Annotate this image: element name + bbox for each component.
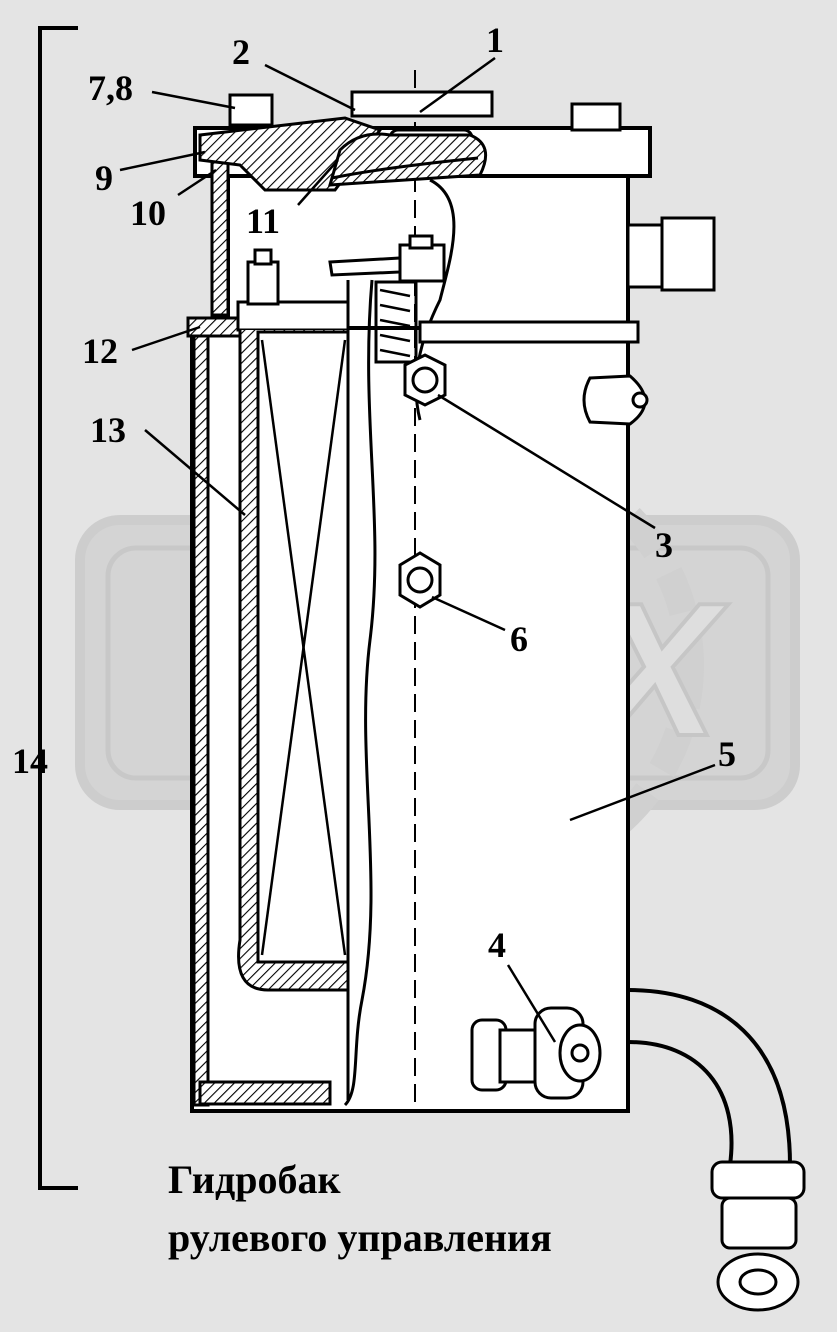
- partition-plate: [418, 320, 640, 344]
- valve-spring: [328, 234, 446, 364]
- callout-6: 6: [510, 619, 528, 659]
- filter-element: [236, 248, 350, 992]
- callout-9: 9: [95, 158, 113, 198]
- leader-lines: [119, 56, 716, 1043]
- callout-11: 11: [246, 201, 280, 241]
- pipe-coupling: [710, 1160, 806, 1312]
- callout-5: 5: [718, 734, 736, 774]
- cutaway-walls: [186, 116, 383, 1107]
- caption-line-1: Гидробак: [168, 1157, 341, 1202]
- bracket-14: [38, 26, 78, 1190]
- callout-4: 4: [488, 925, 506, 965]
- callout-3: 3: [655, 525, 673, 565]
- outlet-pipe: [627, 988, 792, 1166]
- callout-2: 2: [232, 32, 250, 72]
- filler-cap: [327, 90, 494, 187]
- callout-1: 1: [486, 20, 504, 60]
- caption-line-2: рулевого управления: [168, 1215, 552, 1260]
- lid-bolts: [228, 93, 622, 132]
- drain-fitting: [470, 1006, 602, 1100]
- callouts: 1 2 7,8 9 10 11 12 13 3 6 5 4 14: [12, 20, 736, 965]
- callout-10: 10: [130, 193, 166, 233]
- callout-13: 13: [90, 410, 126, 450]
- side-fittings: [582, 216, 716, 426]
- callout-7-8: 7,8: [88, 68, 133, 108]
- callout-12: 12: [82, 331, 118, 371]
- hex-plugs: [398, 353, 447, 609]
- callout-14: 14: [12, 741, 48, 781]
